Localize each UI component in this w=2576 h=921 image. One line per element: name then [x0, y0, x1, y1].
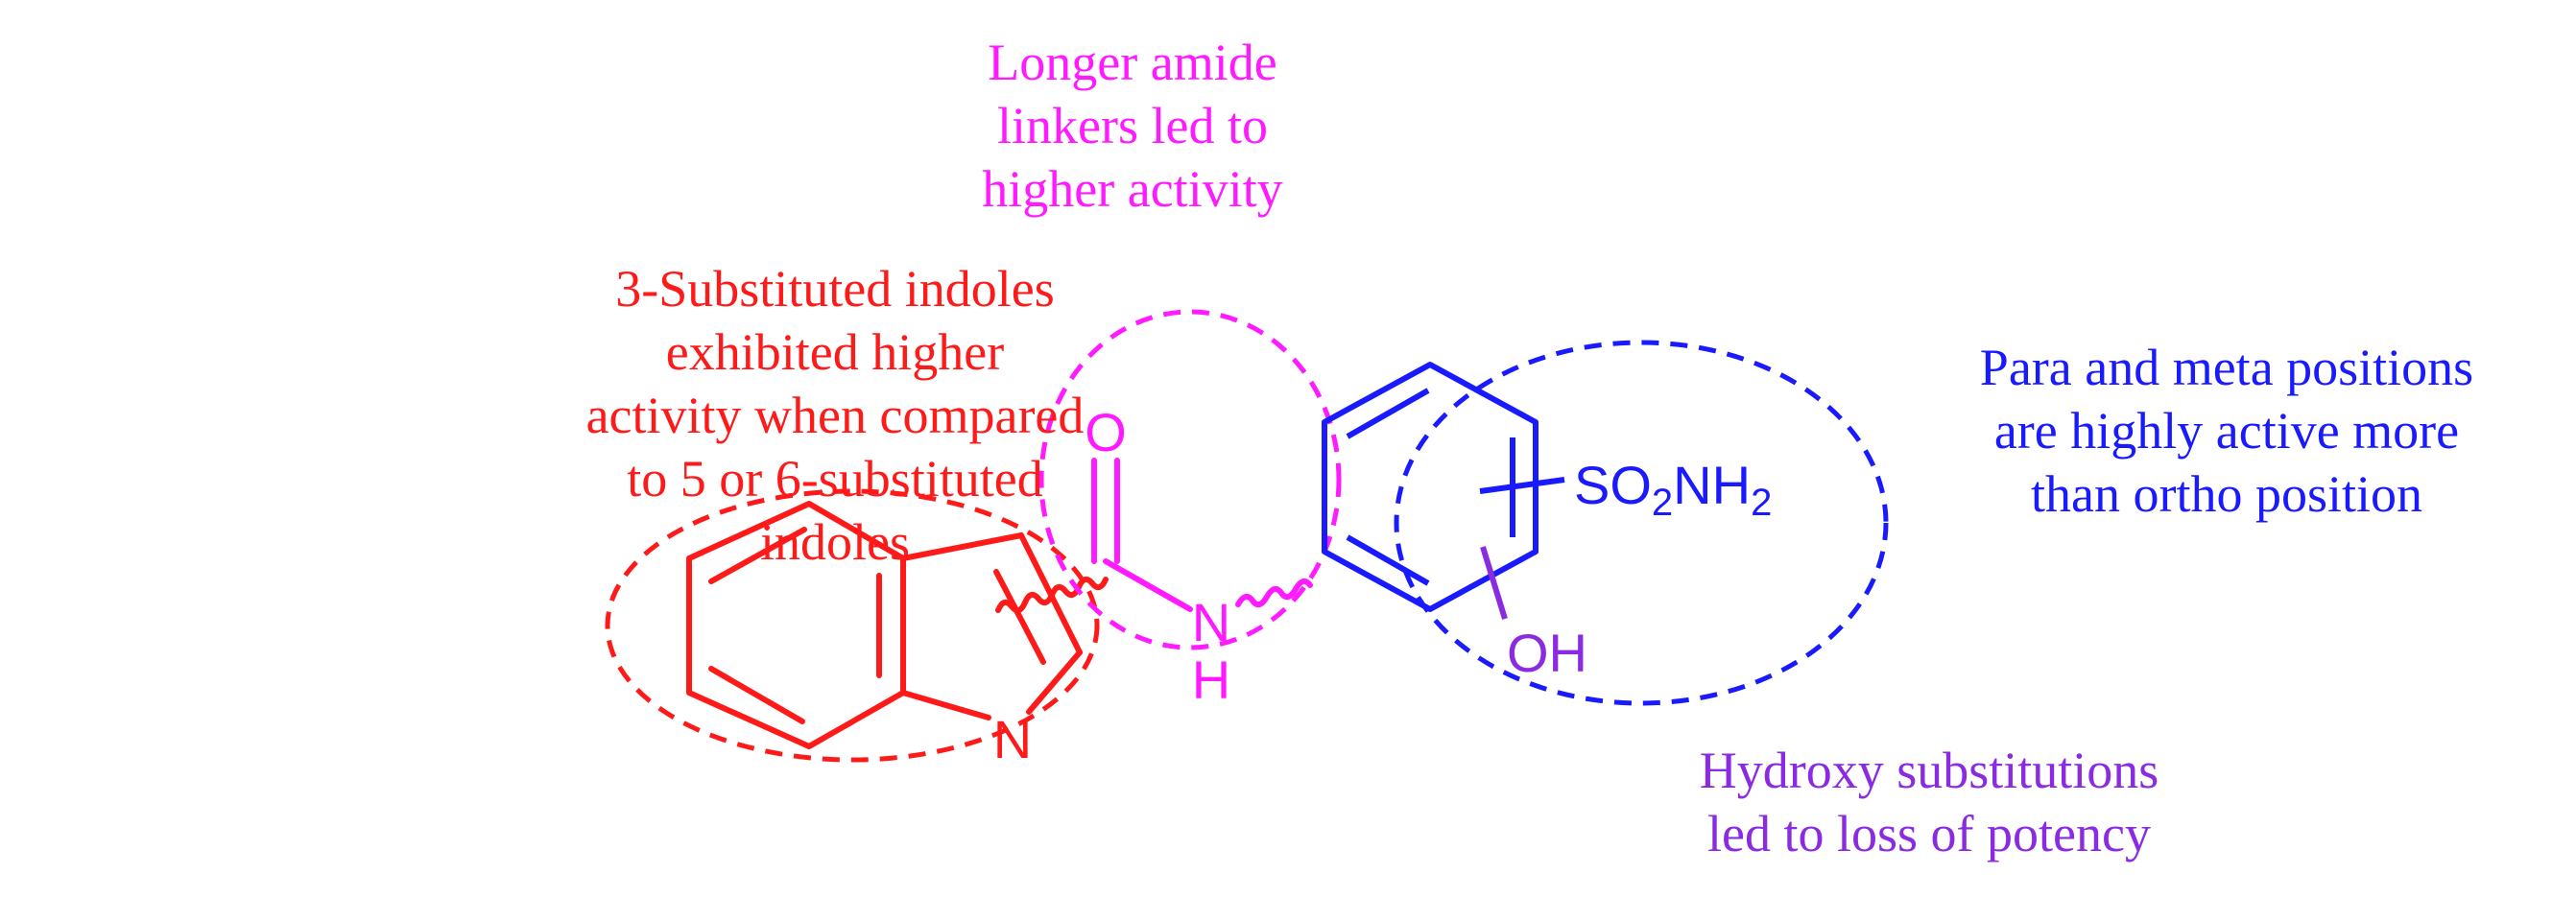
indole-c3-c2-double: [993, 569, 1046, 665]
amide-wavy-bond: [1235, 578, 1313, 608]
amide-c-n-bond: [1103, 558, 1193, 612]
amide-highlight-ellipse: [1038, 309, 1342, 650]
indole-inner-bond: [708, 666, 805, 724]
indole-annotation: 3-Substituted indoles exhibited higher a…: [566, 257, 1104, 574]
annotation-line: Hydroxy substitutions: [1699, 742, 2159, 799]
indole-ring: [686, 501, 1109, 749]
annotation-line: higher activity: [982, 160, 1283, 218]
para-meta-annotation: Para and meta positions are highly activ…: [1891, 336, 2563, 526]
annotation-line: than ortho position: [2031, 465, 2422, 523]
indole-c7a-n-bond: [900, 690, 991, 720]
annotation-line: exhibited higher: [665, 323, 1005, 381]
phenyl-hexagon: [1322, 362, 1538, 612]
indole-wavy-bond: [995, 576, 1109, 614]
phenyl-inner-bond: [1346, 534, 1430, 586]
annotation-line: linkers led to: [997, 97, 1268, 154]
phenyl-inner-bond: [1346, 388, 1430, 439]
sulfonamide-subscript: 2: [1751, 482, 1772, 524]
amide-linker: [1091, 458, 1313, 612]
amide-hydrogen-label: H: [1192, 649, 1230, 710]
sulfonamide-label: SO2NH2: [1574, 455, 1772, 524]
sulfonamide-nh: NH: [1673, 455, 1751, 515]
sulfonamide-subscript: 2: [1652, 482, 1673, 524]
hydroxy-annotation: Hydroxy substitutions led to loss of pot…: [1593, 739, 2265, 865]
indole-c3a-c3-bond: [900, 532, 1024, 561]
annotation-line: to 5 or 6-substituted: [627, 450, 1043, 508]
annotation-line: 3-Substituted indoles: [615, 260, 1055, 318]
hydroxy-label: OH: [1507, 623, 1587, 683]
annotation-line: Para and meta positions: [1979, 339, 2474, 396]
hydroxy-bond: [1480, 546, 1508, 620]
annotation-line: activity when compared: [585, 387, 1085, 444]
sulfonamide-group: SO2NH2: [1574, 455, 1772, 524]
phenyl-ring: [1322, 362, 1565, 612]
annotation-line: are highly active more: [1993, 402, 2460, 460]
amide-annotation: Longer amide linkers led to higher activ…: [883, 31, 1382, 221]
annotation-line: led to loss of potency: [1707, 805, 2151, 862]
sulfonamide-so: SO: [1574, 455, 1652, 515]
indole-highlight-ellipse: [605, 488, 1100, 763]
indole-inner-bond: [708, 527, 807, 584]
sulfonamide-highlight-ellipse: [1394, 340, 1889, 706]
sulfonamide-bond: [1479, 477, 1565, 494]
annotation-line: Longer amide: [988, 34, 1277, 91]
indole-c2-n-bond: [1026, 649, 1083, 715]
annotation-line: indoles: [760, 513, 910, 571]
carbonyl-oxygen-label: O: [1085, 402, 1127, 462]
